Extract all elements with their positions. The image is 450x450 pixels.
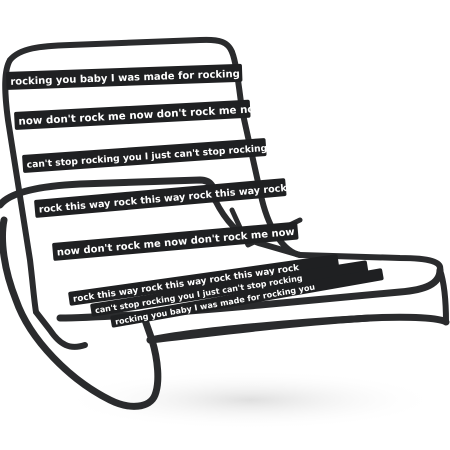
strap-3 bbox=[22, 138, 267, 173]
strap-1 bbox=[6, 63, 243, 90]
strap-8 bbox=[110, 268, 384, 328]
strap-5 bbox=[52, 221, 299, 261]
seat-front-rail-overlay bbox=[146, 314, 374, 344]
right-rocker-lower bbox=[437, 267, 449, 325]
top-rail bbox=[7, 36, 235, 63]
left-rocker bbox=[0, 216, 162, 410]
strap-6 bbox=[68, 254, 340, 306]
chair-frame bbox=[0, 36, 450, 410]
lyric-straps: rocking you baby I was made for rocking … bbox=[6, 63, 384, 328]
left-front-leg bbox=[33, 309, 88, 350]
strap-4 bbox=[34, 178, 287, 218]
strap-7 bbox=[90, 260, 369, 317]
strap-2 bbox=[14, 99, 251, 130]
